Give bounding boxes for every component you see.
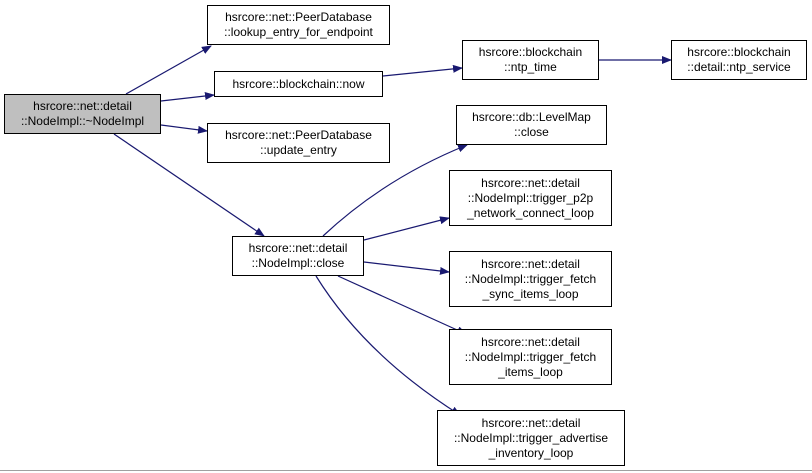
node-line: hsrcore::net::detail: [481, 334, 580, 349]
node-trigger-advertise-inventory-loop[interactable]: hsrcore::net::detail ::NodeImpl::trigger…: [437, 410, 625, 466]
node-peerdatabase-update-entry[interactable]: hsrcore::net::PeerDatabase ::update_entr…: [207, 123, 390, 163]
edge-close-to-advertise: [315, 275, 461, 416]
node-nodeimpl-close[interactable]: hsrcore::net::detail ::NodeImpl::close: [232, 236, 364, 276]
node-line: ::NodeImpl::trigger_fetch: [464, 271, 597, 286]
node-line: ::NodeImpl::trigger_fetch: [464, 349, 597, 364]
node-line: ::NodeImpl::close: [251, 256, 345, 270]
edge-close-to-fetch-items: [337, 275, 467, 335]
edge-close-to-p2p: [363, 216, 450, 241]
bottom-divider: [0, 470, 812, 471]
node-line: hsrcore::net::detail: [481, 415, 581, 430]
node-blockchain-ntp-time[interactable]: hsrcore::blockchain ::ntp_time: [462, 40, 599, 80]
node-line: ::close: [514, 125, 549, 139]
node-peerdatabase-lookup-entry[interactable]: hsrcore::net::PeerDatabase ::lookup_entr…: [207, 5, 390, 45]
node-line: hsrcore::db::LevelMap: [472, 110, 591, 124]
node-line: _inventory_loop: [488, 445, 574, 460]
node-line: ::ntp_time: [504, 60, 557, 74]
edge-destructor-to-update: [160, 124, 208, 134]
node-line: ::lookup_entry_for_endpoint: [224, 25, 373, 39]
node-line: _items_loop: [498, 364, 563, 379]
node-line: hsrcore::net::detail: [481, 175, 580, 190]
node-blockchain-ntp-service[interactable]: hsrcore::blockchain ::detail::ntp_servic…: [671, 40, 807, 80]
edge-destructor-to-now: [160, 92, 215, 102]
node-line: ::NodeImpl::~NodeImpl: [20, 114, 145, 128]
node-line: ::update_entry: [260, 143, 337, 157]
edge-now-to-ntp-time: [382, 64, 463, 77]
node-line: _network_connect_loop: [467, 205, 594, 220]
node-line: hsrcore::net::PeerDatabase: [225, 10, 372, 24]
node-line: hsrcore::blockchain: [478, 45, 583, 59]
node-line: hsrcore::net::detail: [481, 256, 580, 271]
node-line: ::detail::ntp_service: [687, 60, 791, 74]
node-line: hsrcore::blockchain: [687, 45, 791, 59]
node-levelmap-close[interactable]: hsrcore::db::LevelMap ::close: [456, 105, 607, 145]
node-line: ::NodeImpl::trigger_p2p: [467, 190, 594, 205]
node-line: _sync_items_loop: [482, 286, 579, 301]
edge-destructor-to-lookup: [125, 45, 212, 95]
node-trigger-fetch-items-loop[interactable]: hsrcore::net::detail ::NodeImpl::trigger…: [449, 329, 612, 385]
node-line: hsrcore::net::detail: [248, 241, 348, 255]
edge-close-to-fetch-sync: [363, 261, 450, 275]
node-blockchain-now[interactable]: hsrcore::blockchain::now: [214, 71, 383, 97]
node-line: hsrcore::blockchain::now: [232, 76, 365, 91]
node-nodeimpl-destructor[interactable]: hsrcore::net::detail ::NodeImpl::~NodeIm…: [4, 94, 161, 134]
node-line: hsrcore::net::PeerDatabase: [225, 128, 372, 142]
edge-destructor-to-close: [113, 133, 265, 237]
node-trigger-fetch-sync-items-loop[interactable]: hsrcore::net::detail ::NodeImpl::trigger…: [449, 251, 612, 307]
node-line: ::NodeImpl::trigger_advertise: [453, 430, 609, 445]
node-line: hsrcore::net::detail: [33, 99, 132, 113]
node-trigger-p2p-network-connect-loop[interactable]: hsrcore::net::detail ::NodeImpl::trigger…: [449, 170, 612, 226]
edge-close-to-levelmap: [322, 144, 468, 237]
